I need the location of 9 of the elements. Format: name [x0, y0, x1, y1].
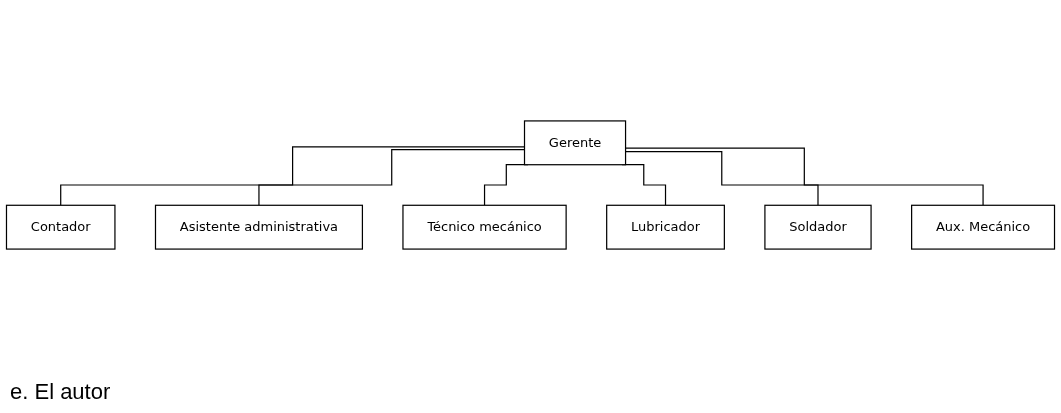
node-box: [764, 204, 872, 250]
org-chart: Gerente Contador Asistente administrativa Técnico mecánico Lubricador Soldador Aux. Mecánico: [0, 0, 1061, 370]
node-box: [606, 204, 725, 250]
caption: e. El autor: [10, 379, 111, 405]
node-box: [523, 120, 627, 166]
node-box: [5, 204, 116, 250]
node-box: [154, 204, 364, 250]
node-box: [402, 204, 567, 250]
node-box: [911, 204, 1056, 250]
